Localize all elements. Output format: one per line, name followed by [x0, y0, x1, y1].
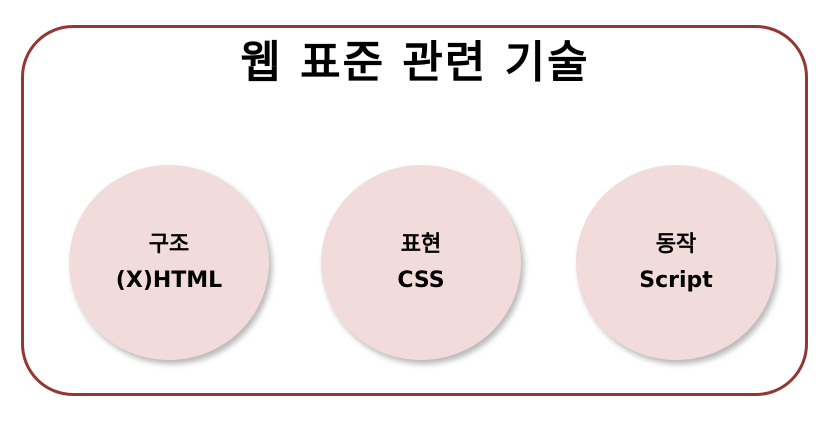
presentation-label: 표현: [400, 231, 442, 257]
behavior-circle: 동작 Script: [576, 165, 776, 360]
structure-circle: 구조 (X)HTML: [69, 165, 269, 360]
structure-label: 구조: [148, 231, 190, 257]
presentation-tech: CSS: [397, 267, 445, 293]
behavior-tech: Script: [639, 267, 713, 293]
behavior-label: 동작: [655, 231, 697, 257]
diagram-title: 웹 표준 관련 기술: [240, 37, 590, 88]
structure-tech: (X)HTML: [115, 267, 223, 293]
presentation-circle: 표현 CSS: [321, 165, 521, 360]
